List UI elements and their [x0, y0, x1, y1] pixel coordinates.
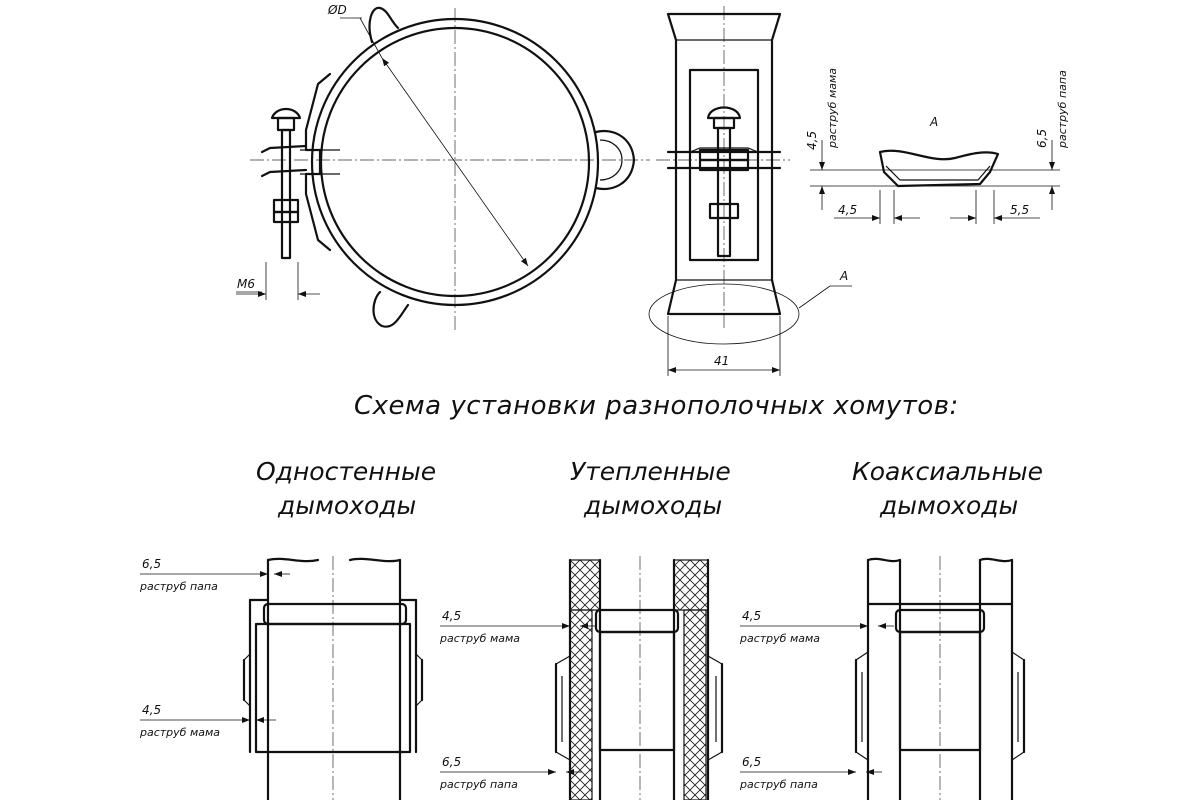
detail-a-right-height: 6,5 [1035, 129, 1049, 148]
scheme-1-caption-line2: дымоходы [277, 491, 416, 520]
scheme-insulated [440, 556, 724, 800]
scheme-1-bottom-note: раструб мама [139, 726, 220, 739]
detail-a-left-height: 4,5 [805, 131, 819, 150]
detail-a-profile [810, 140, 1060, 224]
scheme-2-bottom-note: раструб папа [439, 778, 518, 791]
thread-label: M6 [237, 277, 255, 291]
scheme-1-top-dim: 6,5 [142, 557, 161, 571]
clamp-top-view [236, 6, 650, 330]
scheme-1-caption-line1: Одностенные [256, 457, 436, 486]
diameter-label: ØD [327, 3, 347, 17]
detail-a-title: A [929, 115, 938, 129]
scheme-3-bottom-dim: 6,5 [742, 755, 761, 769]
detail-a-left-note: раструб мама [826, 68, 839, 149]
detail-a-left-width: 4,5 [838, 203, 857, 217]
scheme-1-top-note: раструб папа [139, 580, 218, 593]
scheme-1-bottom-dim: 4,5 [142, 703, 161, 717]
scheme-2-caption-line2: дымоходы [583, 491, 722, 520]
scheme-3-caption-line2: дымоходы [879, 491, 1018, 520]
scheme-2-top-dim: 4,5 [442, 609, 461, 623]
scheme-title: Схема установки разнополочных хомутов: [354, 391, 959, 421]
scheme-2-caption-line1: Утепленные [570, 457, 731, 486]
scheme-2-top-note: раструб мама [439, 632, 520, 645]
scheme-3-caption-line1: Коаксиальные [852, 457, 1043, 486]
scheme-3-top-note: раструб мама [739, 632, 820, 645]
scheme-coaxial [740, 556, 1026, 800]
detail-a-right-note: раструб папа [1056, 70, 1069, 149]
scheme-3-top-dim: 4,5 [742, 609, 761, 623]
width-label: 41 [714, 354, 729, 368]
clamp-side-view [648, 6, 852, 376]
scheme-3-bottom-note: раструб папа [739, 778, 818, 791]
detail-callout-label: A [839, 269, 848, 283]
scheme-2-bottom-dim: 6,5 [442, 755, 461, 769]
scheme-single-wall [140, 556, 424, 800]
detail-a-right-width: 5,5 [1010, 203, 1029, 217]
